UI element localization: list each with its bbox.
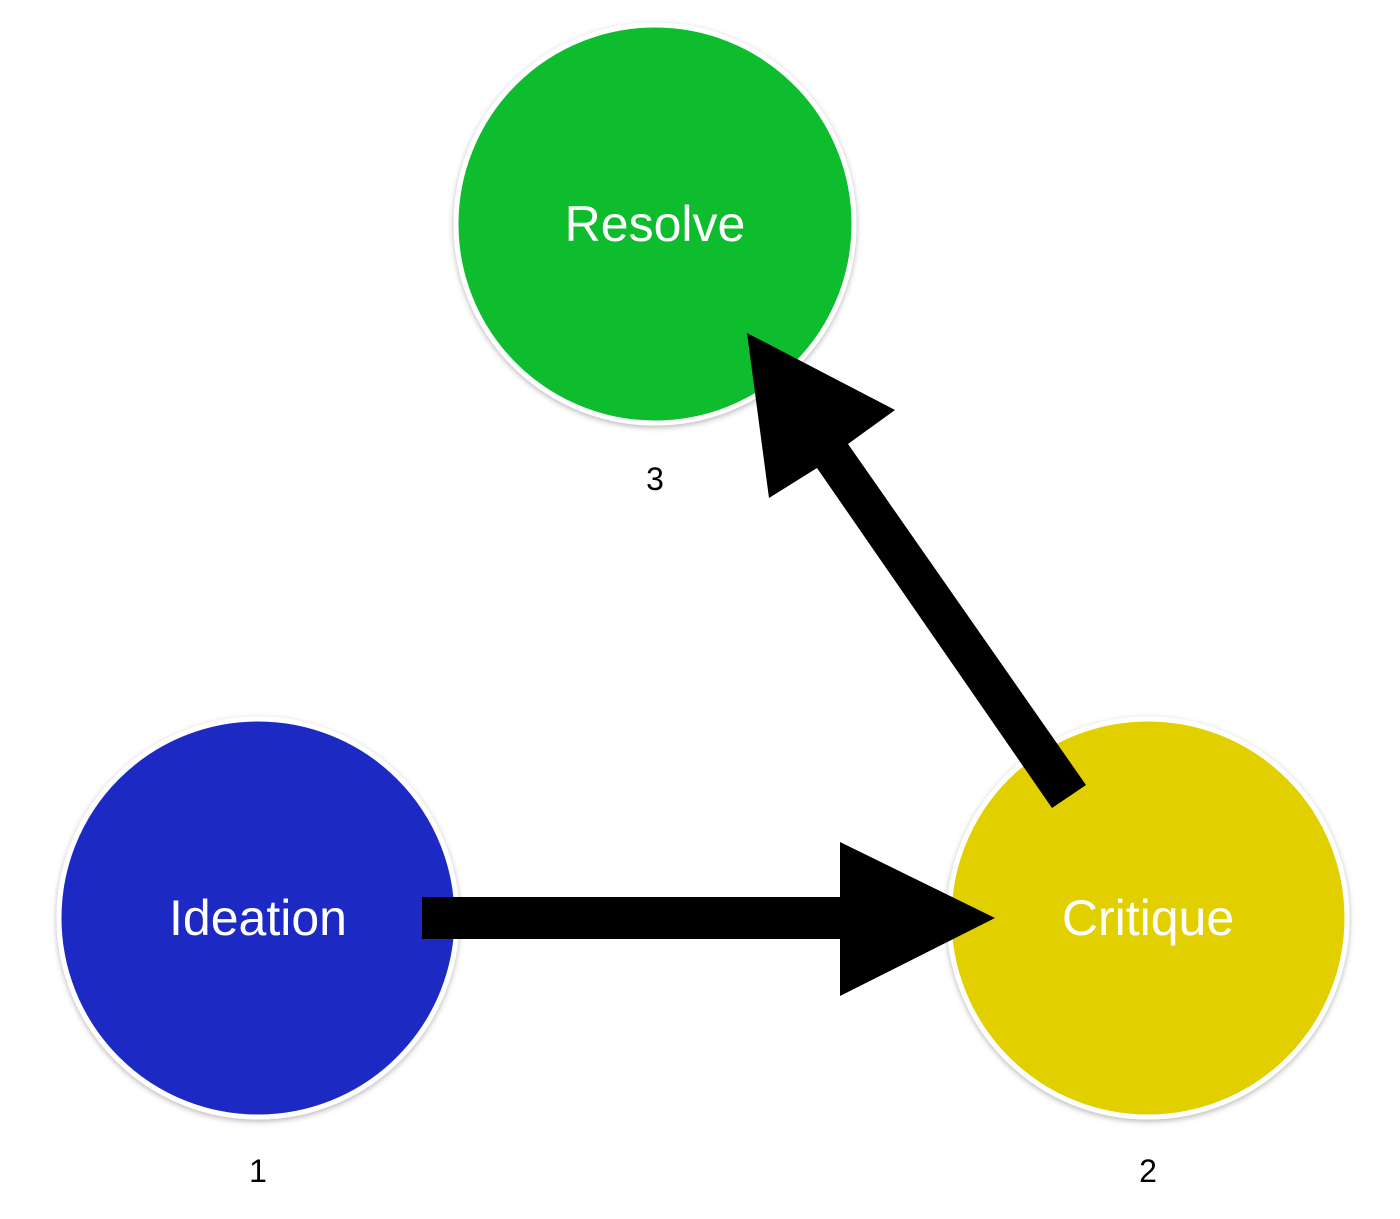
node-critique: Critique <box>946 716 1350 1120</box>
node-resolve: Resolve <box>453 22 857 426</box>
ideation-label: Ideation <box>169 890 347 946</box>
step-number-resolve: 3 <box>646 461 664 497</box>
resolve-circle <box>453 22 857 426</box>
resolve-label: Resolve <box>565 196 746 252</box>
node-ideation: Ideation <box>56 716 460 1120</box>
step-number-critique: 2 <box>1139 1153 1157 1189</box>
arrow-critique-to-resolve <box>747 333 1086 808</box>
arrow-ideation-to-critique <box>422 842 995 996</box>
critique-label: Critique <box>1062 890 1234 946</box>
step-number-ideation: 1 <box>249 1153 267 1189</box>
